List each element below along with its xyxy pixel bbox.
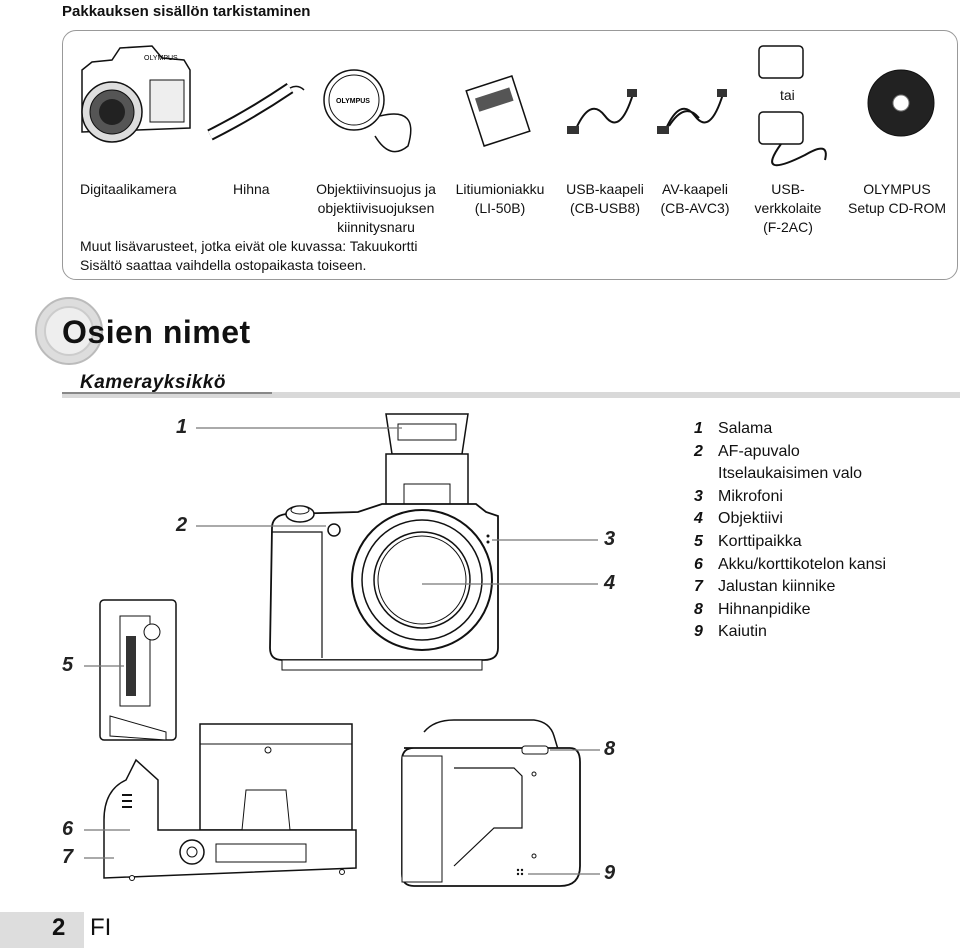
item-label-lens-cap: Objektiivinsuojus ja objektiivisuojuksen… xyxy=(308,180,444,237)
subtitle: Kamerayksikkö xyxy=(80,372,226,393)
section-badge-icon xyxy=(35,297,103,365)
page-number-bar xyxy=(0,912,84,948)
lens-cap-illustration: OLYMPUS xyxy=(323,69,412,153)
label-line: (LI-50B) xyxy=(474,200,526,216)
legend-number: 8 xyxy=(694,600,703,618)
label-line: (CB-AVC3) xyxy=(660,200,730,216)
usb-cable-illustration xyxy=(567,89,637,134)
note-contents-vary: Sisältö saattaa vaihdella ostopaikasta t… xyxy=(80,257,367,273)
callout-5: 5 xyxy=(62,654,74,676)
legend-number: 9 xyxy=(694,623,703,641)
label-line: Setup CD-ROM xyxy=(847,200,947,216)
legend-text: Korttipaikka xyxy=(718,532,802,550)
legend-number: 5 xyxy=(694,532,703,550)
callout-6: 6 xyxy=(62,818,74,840)
callout-1: 1 xyxy=(176,416,188,438)
legend-number: 2 xyxy=(694,442,703,460)
battery-illustration xyxy=(465,75,531,147)
package-heading: Pakkauksen sisällön tarkistaminen xyxy=(62,3,311,20)
cd-rom-illustration xyxy=(867,69,935,137)
label-line: USB- xyxy=(771,181,805,197)
item-label-cd-rom: OLYMPUS Setup CD-ROM xyxy=(838,180,956,218)
legend-item: 9 Kaiutin xyxy=(694,621,886,644)
legend-number: 6 xyxy=(694,555,703,573)
item-label-usb-cable: USB-kaapeli (CB-USB8) xyxy=(560,180,650,218)
camera-bottom-diagram xyxy=(103,723,357,881)
callout-3: 3 xyxy=(604,528,616,550)
label-line: Objektiivinsuojus ja xyxy=(316,181,436,197)
callout-4: 4 xyxy=(604,572,616,594)
legend-item: 2 AF-apuvalo xyxy=(694,441,886,464)
legend-number: 1 xyxy=(694,420,703,437)
label-line: kiinnitysnaru xyxy=(337,219,415,235)
subtitle-rule xyxy=(62,392,960,398)
subtitle-rule-accent xyxy=(62,392,272,394)
item-label-strap: Hihna xyxy=(233,181,270,197)
legend-number: 3 xyxy=(694,487,703,505)
callout-8: 8 xyxy=(604,738,616,760)
label-line: AV-kaapeli xyxy=(662,181,728,197)
label-line: USB-kaapeli xyxy=(566,181,644,197)
legend-item: 7 Jalustan kiinnike xyxy=(694,576,886,599)
av-cable-illustration xyxy=(657,89,727,134)
section-title: Osien nimet xyxy=(62,314,251,350)
item-label-camera: Digitaalikamera xyxy=(80,181,177,197)
label-line: OLYMPUS xyxy=(863,181,931,197)
parts-legend: 1 Salama 2 AF-apuvalo Itselaukaisimen valo… xyxy=(694,418,886,644)
legend-text: Hihnanpidike xyxy=(718,600,811,618)
item-label-av-cable: AV-kaapeli (CB-AVC3) xyxy=(652,180,738,218)
item-label-battery: Litiumioniakku (LI-50B) xyxy=(452,180,548,218)
legend-text: Akku/korttikotelon kansi xyxy=(718,555,887,573)
legend-item: 6 Akku/korttikotelon kansi xyxy=(694,554,886,577)
legend-item: 4 Objektiivi xyxy=(694,508,886,531)
legend-item: 5 Korttipaikka xyxy=(694,531,886,554)
camera-illustration: OLYMPUS xyxy=(81,45,191,143)
or-text: tai xyxy=(780,87,795,103)
camera-brand-text: OLYMPUS xyxy=(144,55,178,62)
label-line: Litiumioniakku xyxy=(455,181,545,197)
legend-item: 3 Mikrofoni xyxy=(694,486,886,509)
legend-number: 7 xyxy=(694,578,703,596)
legend-text: Itselaukaisimen valo xyxy=(718,465,863,483)
usb-adapter-illustration xyxy=(758,45,827,167)
legend-number: 4 xyxy=(694,510,703,528)
card-slot-diagram xyxy=(99,599,177,741)
label-line: (CB-USB8) xyxy=(569,200,640,216)
legend-item: Itselaukaisimen valo xyxy=(694,463,886,486)
camera-front-diagram xyxy=(269,413,499,671)
callout-7: 7 xyxy=(62,846,74,868)
callout-2: 2 xyxy=(176,514,188,536)
label-line: verkkolaite xyxy=(754,200,822,216)
item-label-usb-adapter: USB- verkkolaite (F-2AC) xyxy=(748,180,828,237)
legend-text: Salama xyxy=(718,420,773,437)
package-contents-box xyxy=(62,30,958,280)
camera-side-diagram xyxy=(401,719,581,887)
legend-text: Jalustan kiinnike xyxy=(718,578,836,596)
lens-cap-brand-text: OLYMPUS xyxy=(336,98,370,105)
legend-text: Kaiutin xyxy=(718,623,767,641)
legend-item: 1 Salama xyxy=(694,418,886,441)
legend-item: 8 Hihnanpidike xyxy=(694,599,886,622)
legend-text: AF-apuvalo xyxy=(718,442,800,460)
callout-9: 9 xyxy=(604,862,616,884)
page-number: 2 xyxy=(52,914,66,941)
page-language: FI xyxy=(90,914,112,941)
note-accessories: Muut lisävarusteet, jotka eivät ole kuva… xyxy=(80,238,418,254)
legend-text: Objektiivi xyxy=(718,510,783,528)
strap-illustration xyxy=(207,83,305,141)
legend-text: Mikrofoni xyxy=(718,487,783,505)
label-line: objektiivisuojuksen xyxy=(317,200,435,216)
label-line: (F-2AC) xyxy=(763,219,813,235)
